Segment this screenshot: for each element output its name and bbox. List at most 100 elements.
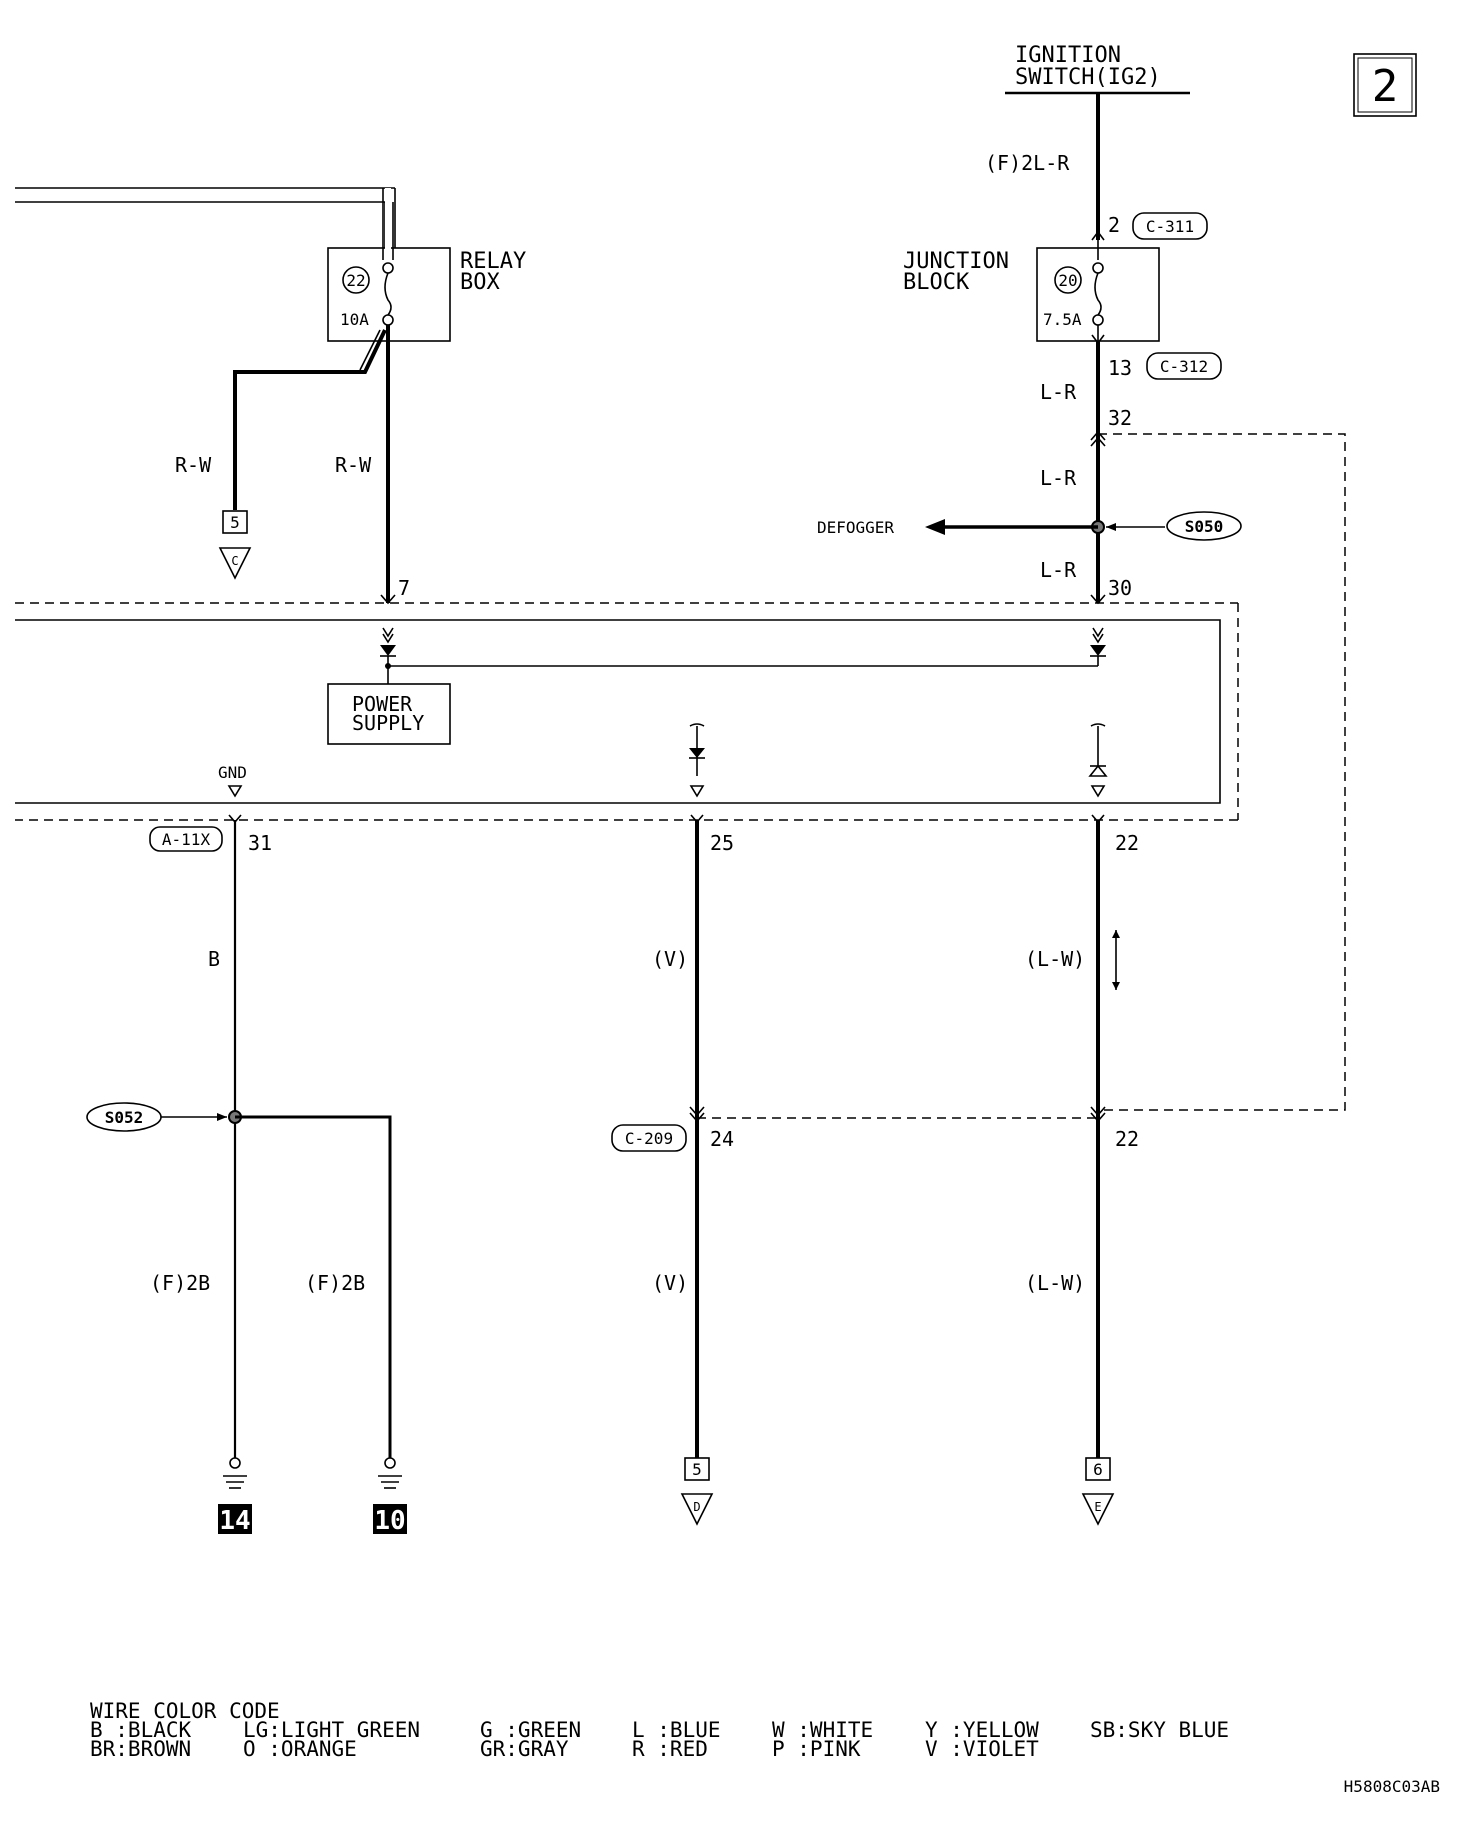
ref-d-letter: D bbox=[693, 1500, 700, 1514]
jb-pin-in: 2 bbox=[1108, 213, 1120, 237]
gnd-label: GND bbox=[218, 763, 247, 782]
jb-label-1: JUNCTION bbox=[903, 249, 1009, 274]
pin-mark bbox=[689, 1106, 705, 1123]
connector-c312 bbox=[1146, 352, 1222, 380]
ecu-boundary bbox=[15, 619, 1221, 804]
pin-30: 30 bbox=[1108, 576, 1132, 600]
ignition-wire-label: (F)2L-R bbox=[985, 151, 1070, 175]
jb-fuse-rating: 7.5A bbox=[1043, 310, 1082, 329]
power-supply-label-2: SUPPLY bbox=[352, 711, 424, 735]
ground-14-label: 14 bbox=[219, 1506, 250, 1536]
pin-22a: 22 bbox=[1115, 831, 1139, 855]
defogger-label: DEFOGGER bbox=[817, 518, 894, 537]
legend-w: W :WHITE bbox=[772, 1718, 873, 1742]
fuse-icon bbox=[1094, 272, 1102, 316]
pin-mark bbox=[1091, 230, 1105, 241]
legend-o: O :ORANGE bbox=[243, 1737, 357, 1761]
power-supply-box bbox=[327, 683, 451, 745]
f2b-label-left: (F)2B bbox=[150, 1271, 210, 1295]
f2b-label-right: (F)2B bbox=[305, 1271, 365, 1295]
diode-icon bbox=[1088, 764, 1108, 777]
rw-label-left: R-W bbox=[175, 453, 212, 477]
splice-s052-label: S052 bbox=[105, 1108, 144, 1127]
relay-fuse-number: 22 bbox=[346, 271, 365, 290]
power-supply-label-1: POWER bbox=[352, 692, 413, 716]
legend-g: G :GREEN bbox=[480, 1718, 581, 1742]
wire-color-legend: WIRE COLOR CODE B :BLACK BR:BROWN LG:LIG… bbox=[90, 1699, 1229, 1761]
terminal-icon bbox=[1090, 785, 1106, 798]
fuse-number-circle bbox=[1054, 266, 1082, 294]
arrow-right-icon bbox=[217, 1113, 227, 1121]
legend-sb: SB:SKY BLUE bbox=[1090, 1718, 1229, 1742]
ref-d-number-box bbox=[684, 1457, 710, 1481]
ref-c-number-box bbox=[222, 510, 248, 534]
connector-c311-label: C-311 bbox=[1146, 217, 1194, 236]
legend-r: R :RED bbox=[632, 1737, 708, 1761]
ref-d-triangle bbox=[680, 1493, 714, 1526]
fuse-icon bbox=[384, 272, 392, 316]
legend-br: BR:BROWN bbox=[90, 1737, 191, 1761]
legend-gr: GR:GRAY bbox=[480, 1737, 569, 1761]
jb-pin-out: 13 bbox=[1108, 356, 1132, 380]
pin-25: 25 bbox=[710, 831, 734, 855]
relay-fuse-rating: 10A bbox=[340, 310, 369, 329]
lr-label-3: L-R bbox=[1040, 558, 1077, 582]
pin-31: 31 bbox=[248, 831, 272, 855]
ground-14: 14 bbox=[218, 1457, 252, 1536]
jb-fuse-number: 20 bbox=[1058, 271, 1077, 290]
terminal-icon bbox=[689, 785, 705, 798]
ignition-label-2: SWITCH(IG2) bbox=[1015, 65, 1161, 90]
ground-terminal-icon bbox=[229, 1457, 241, 1469]
legend-y: Y :YELLOW bbox=[925, 1718, 1039, 1742]
lw-label-upper: (L-W) bbox=[1025, 947, 1085, 971]
legend-p: P :PINK bbox=[772, 1737, 861, 1761]
connector-outline bbox=[1098, 433, 1346, 1111]
ref-e-triangle bbox=[1081, 1493, 1115, 1526]
arrow-left-icon bbox=[925, 519, 945, 535]
b-label: B bbox=[208, 947, 220, 971]
ref-e-letter: E bbox=[1094, 1500, 1101, 1514]
ref-c-triangle bbox=[218, 547, 252, 580]
connector-c311 bbox=[1132, 212, 1208, 240]
page-number-box: 2 bbox=[1353, 53, 1417, 117]
v-label-upper: (V) bbox=[652, 947, 688, 971]
connector-a11x-label: A-11X bbox=[162, 830, 211, 849]
pin-24: 24 bbox=[710, 1127, 734, 1151]
diode-icon bbox=[382, 627, 394, 644]
pin-7: 7 bbox=[398, 576, 410, 600]
ground-terminal-icon bbox=[384, 1457, 396, 1469]
legend-title: WIRE COLOR CODE bbox=[90, 1699, 280, 1723]
ref-e-number: 6 bbox=[1093, 1460, 1103, 1479]
pin-32: 32 bbox=[1108, 406, 1132, 430]
splice-s050-label: S050 bbox=[1185, 517, 1224, 536]
diode-icon bbox=[380, 645, 396, 656]
drawing-code: H5808C03AB bbox=[1344, 1777, 1440, 1796]
lw-label-lower: (L-W) bbox=[1025, 1271, 1085, 1295]
pin-22b: 22 bbox=[1115, 1127, 1139, 1151]
terminal-icon bbox=[227, 785, 243, 798]
pin-mark bbox=[1090, 1106, 1106, 1123]
ref-c-number: 5 bbox=[230, 513, 240, 532]
relay-box-label-1: RELAY bbox=[460, 249, 526, 274]
fuse-number-circle bbox=[342, 266, 370, 294]
ref-e-number-box bbox=[1085, 1457, 1111, 1481]
relay-box-label-2: BOX bbox=[460, 270, 500, 295]
rw-wire-left bbox=[233, 329, 387, 510]
v-label-lower: (V) bbox=[652, 1271, 688, 1295]
splice-s050 bbox=[1166, 511, 1242, 541]
page-number: 2 bbox=[1372, 61, 1399, 112]
ignition-label-1: IGNITION bbox=[1015, 43, 1121, 68]
legend-b: B :BLACK bbox=[90, 1718, 192, 1742]
connector-c312-label: C-312 bbox=[1160, 357, 1208, 376]
ground-10: 10 bbox=[373, 1457, 407, 1536]
jb-label-2: BLOCK bbox=[903, 270, 970, 295]
diode-icon bbox=[1092, 627, 1104, 644]
ground-10-label: 10 bbox=[374, 1506, 405, 1536]
legend-v: V :VIOLET bbox=[925, 1737, 1039, 1761]
legend-lg: LG:LIGHT GREEN bbox=[243, 1718, 420, 1742]
connector-a11x bbox=[149, 826, 223, 852]
connector-c209-label: C-209 bbox=[625, 1129, 673, 1148]
lr-label-2: L-R bbox=[1040, 466, 1077, 490]
lr-label-1: L-R bbox=[1040, 380, 1077, 404]
